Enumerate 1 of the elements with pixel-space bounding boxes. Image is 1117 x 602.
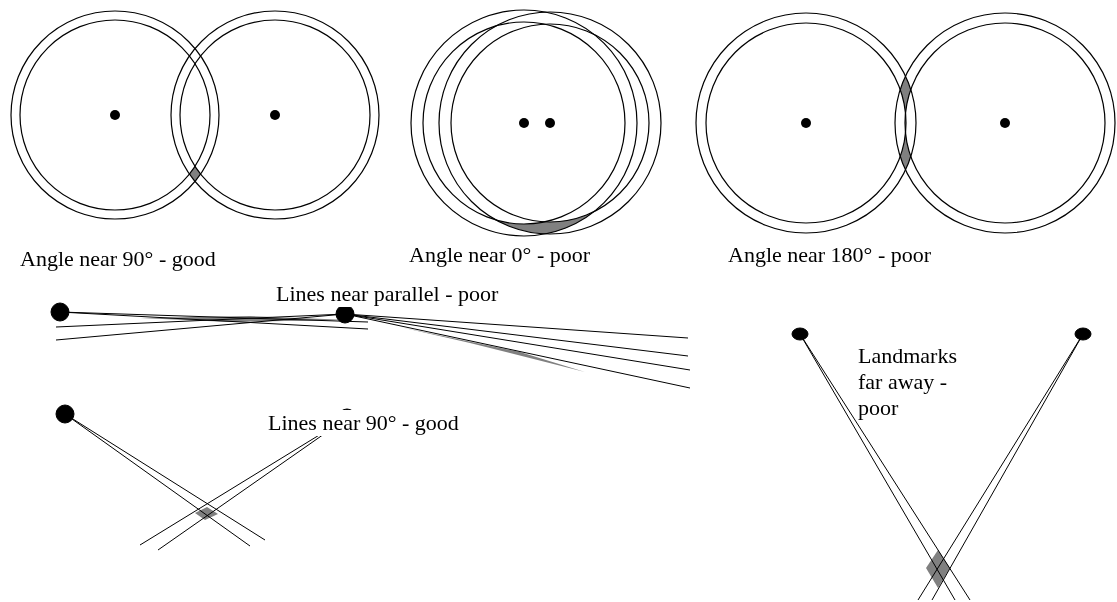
caption-text: Lines near 90° - good (268, 410, 459, 436)
